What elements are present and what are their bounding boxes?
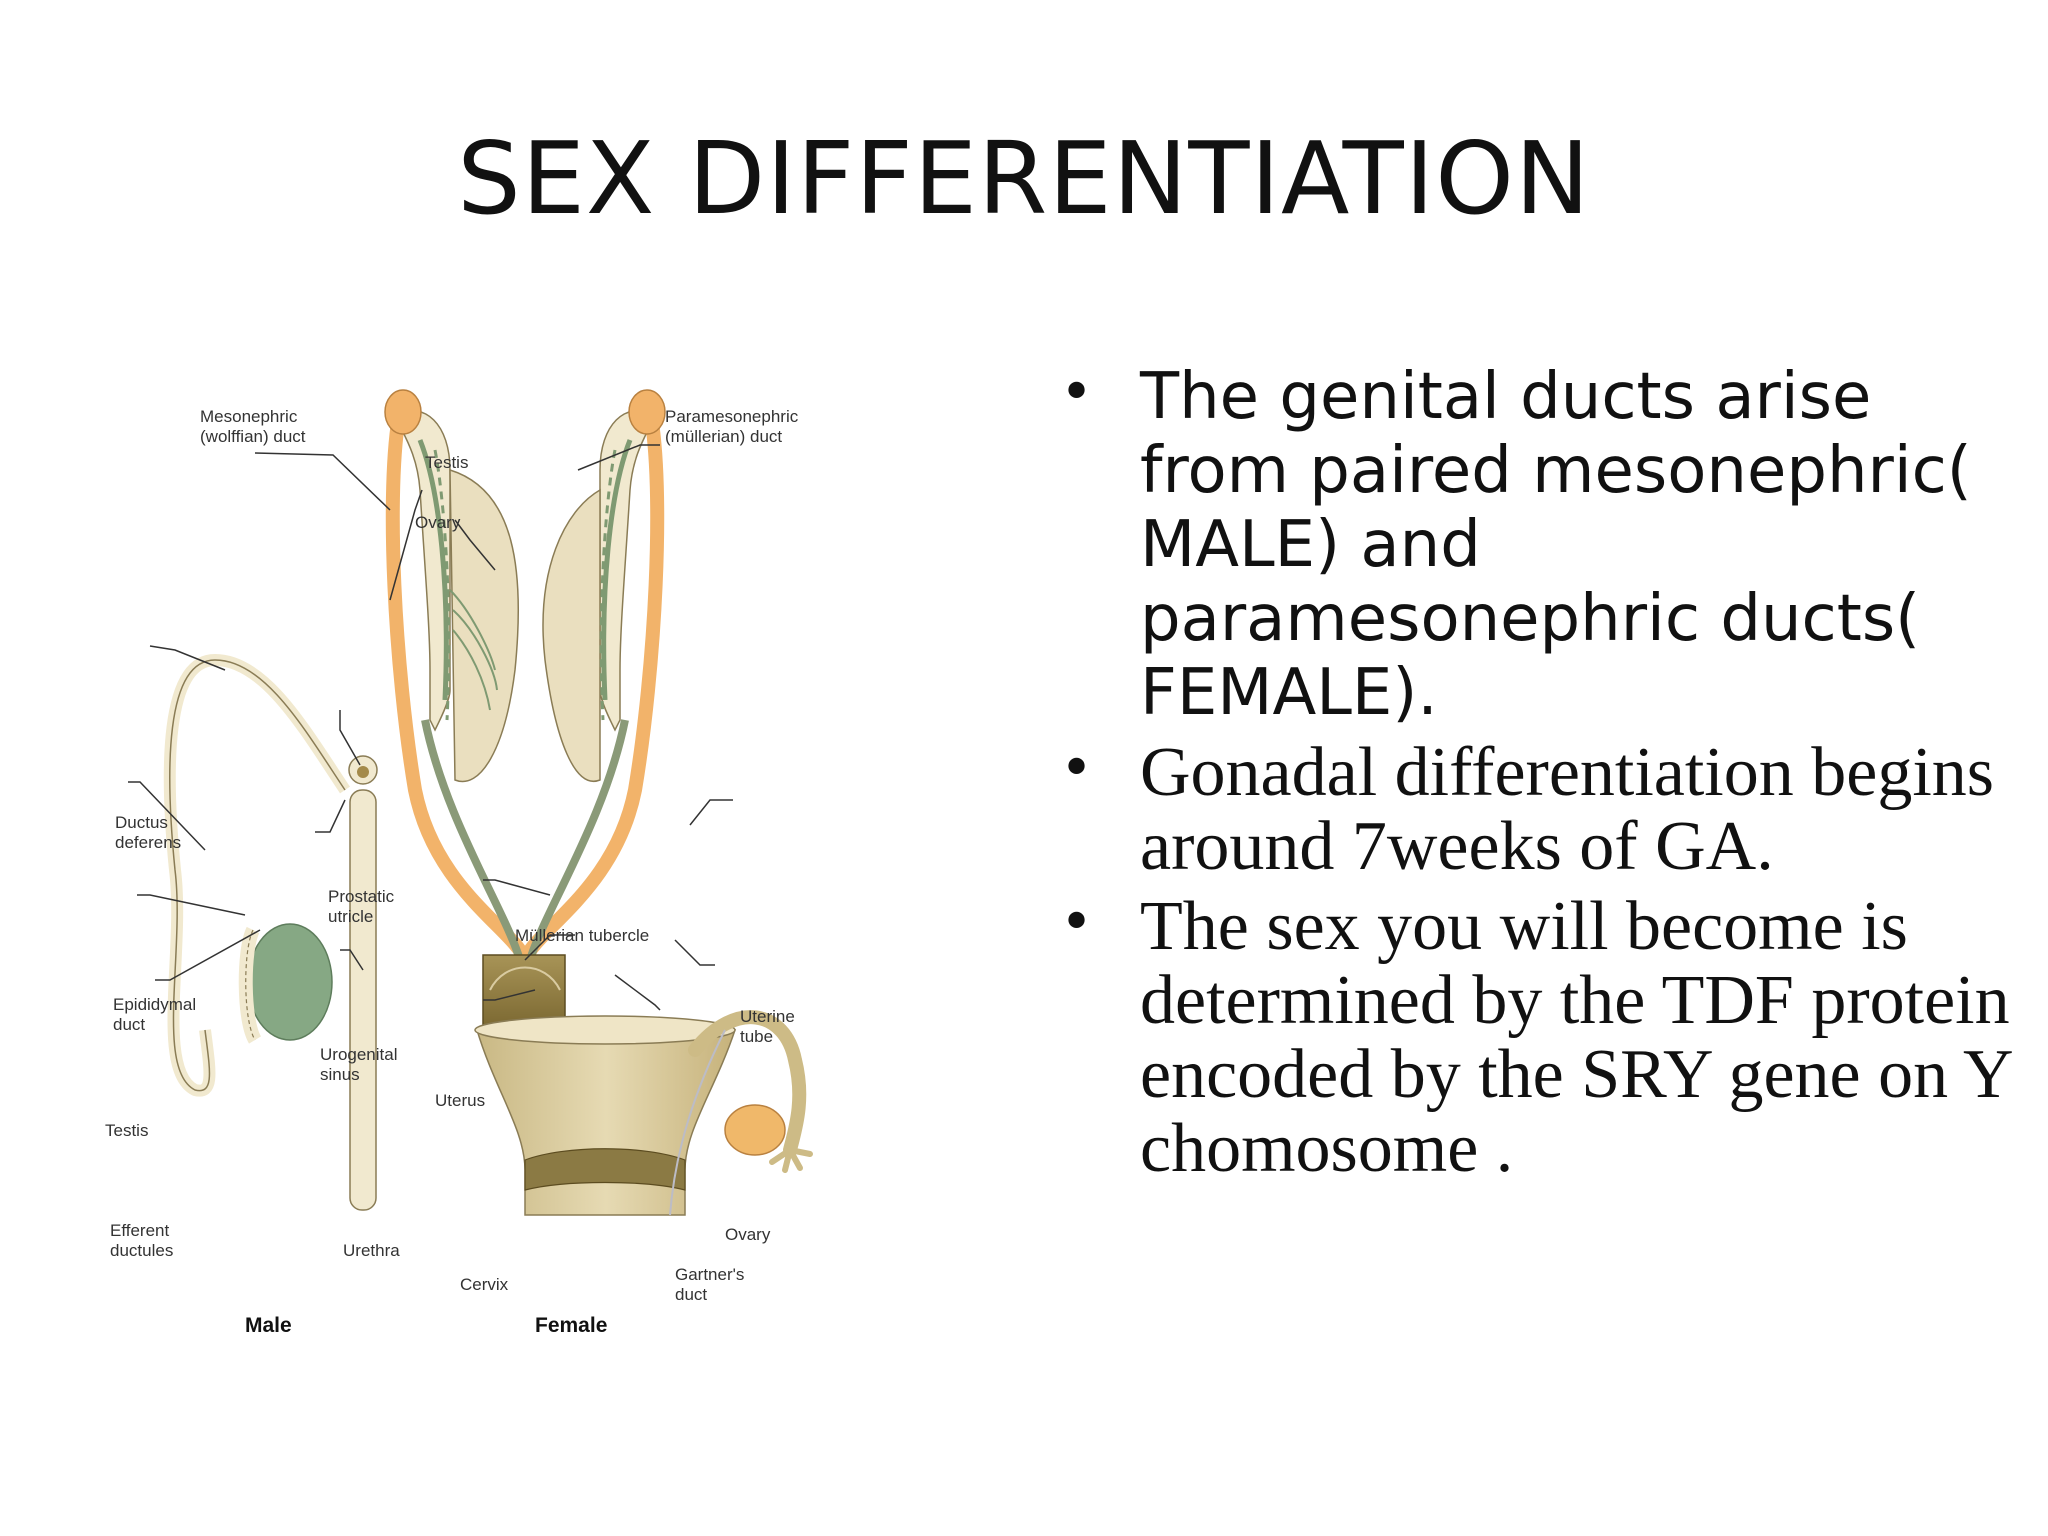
label-ductus-2: deferens [115,833,181,852]
slide-title: SEX DIFFERENTIATION [457,120,1591,237]
label-paramesonephric-2: (müllerian) duct [665,427,782,446]
label-uterine-1: Uterine [740,1007,795,1026]
bullet-item-2: • Gonadal differentiation begins around … [1060,736,2020,884]
label-female: Female [535,1314,607,1337]
female-structures [474,1010,813,1216]
male-structures [163,654,378,1211]
label-efferent-2: ductules [110,1241,173,1260]
genital-ducts-diagram: Mesonephric (wolffian) duct Testis Ovary… [95,370,1025,1360]
bullet-text-2: Gonadal differentiation begins around 7w… [1140,734,1995,885]
label-uterine-2: tube [740,1027,773,1046]
label-male: Male [245,1314,292,1337]
right-gonad-tissue [542,409,656,782]
label-testis-top: Testis [425,453,468,472]
male-testis [247,923,333,1041]
label-mesonephric-1: Mesonephric [200,407,298,426]
label-paramesonephric-1: Paramesonephric [665,407,799,426]
label-epididymal-2: duct [113,1015,145,1034]
bullet-marker: • [1060,736,1094,801]
bullet-item-3: • The sex you will become is determined … [1060,890,2020,1186]
bullet-text-3: The sex you will become is determined by… [1140,888,2011,1187]
left-paramesonephric-duct [385,403,532,967]
uterus-body [475,1029,737,1216]
label-urogenital-1: Urogenital [320,1045,398,1064]
label-uterus: Uterus [435,1091,485,1110]
left-gonad-tissue [394,409,520,783]
bullet-marker: • [1060,360,1094,425]
bullet-list: • The genital ducts arise from paired me… [1060,360,2020,1192]
label-gartners-1: Gartner's [675,1265,744,1284]
urogenital-sinus [482,954,566,1026]
label-epididymal-1: Epididymal [113,995,196,1014]
right-paramesonephric-duct [518,403,665,967]
label-gartners-2: duct [675,1285,707,1304]
label-mullerian-tubercle: Müllerian tubercle [515,926,649,945]
label-ovary-bottom: Ovary [725,1225,771,1244]
female-ovary [724,1104,786,1156]
label-urethra: Urethra [343,1241,400,1260]
label-testis-bottom: Testis [105,1121,148,1140]
diagram-labels: Mesonephric (wolffian) duct Testis Ovary… [105,407,799,1337]
label-mesonephric-2: (wolffian) duct [200,427,306,446]
urethra-shaft [349,789,377,1211]
label-ductus-1: Ductus [115,813,168,832]
label-ovary-top: Ovary [415,513,461,532]
label-prostatic-1: Prostatic [328,887,395,906]
uterine-tube [688,1010,807,1157]
label-urogenital-2: sinus [320,1065,360,1084]
label-cervix: Cervix [460,1275,509,1294]
bullet-text-1: The genital ducts arise from paired meso… [1140,360,1972,730]
bullet-item-1: • The genital ducts arise from paired me… [1060,360,2020,730]
bullet-marker: • [1060,890,1094,955]
label-prostatic-2: utricle [328,907,373,926]
label-efferent-1: Efferent [110,1221,170,1240]
